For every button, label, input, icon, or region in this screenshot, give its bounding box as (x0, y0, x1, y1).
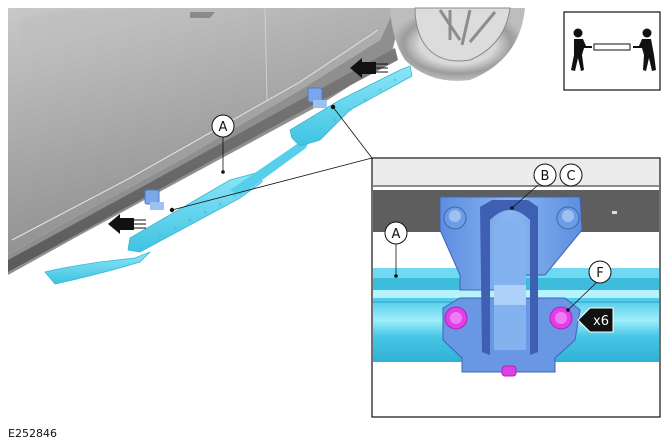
two-person-lift-icon (563, 11, 661, 91)
bracket-front (307, 87, 327, 108)
bolt-left (444, 306, 468, 330)
wheel (390, 7, 525, 81)
bolt-right (549, 306, 573, 330)
callout-a-main: A (211, 114, 235, 174)
bracket-rear (144, 189, 164, 210)
bolt-bottom (501, 365, 517, 377)
detail-leader-lines (169, 104, 373, 213)
callout-label: F (596, 266, 603, 281)
direction-arrow-icon (350, 58, 388, 78)
callout-label: A (392, 227, 401, 242)
figure-id: E252846 (8, 427, 57, 440)
callout-c: C (559, 163, 583, 187)
callout-label: A (219, 120, 228, 135)
callout-label: B (541, 169, 550, 184)
callout-f: F (566, 260, 612, 312)
vehicle-body (8, 7, 400, 275)
callout-b: B (510, 163, 557, 210)
detail-view (371, 157, 661, 418)
quantity-label: x6 (593, 314, 609, 329)
direction-arrow-icon (108, 214, 146, 234)
callout-label: C (566, 169, 575, 184)
side-step (44, 65, 413, 285)
callout-a-detail: A (384, 221, 408, 278)
quantity-arrow: x6 (577, 307, 614, 333)
